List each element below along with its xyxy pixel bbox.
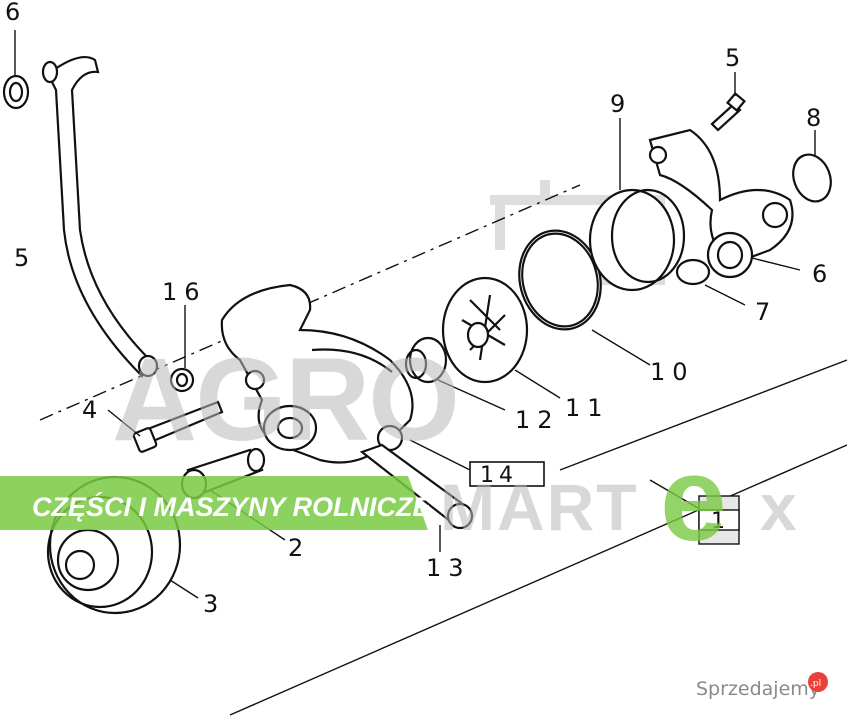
callout-16: 16	[162, 278, 207, 306]
o-ring-8-part	[792, 153, 832, 203]
bolt-4-part	[132, 400, 224, 453]
watermark-e: e	[660, 432, 727, 566]
callout-8: 8	[806, 104, 828, 132]
callout-11: 11	[565, 394, 610, 422]
impeller-11-part	[441, 276, 529, 384]
watermark-agro: AGRO	[112, 334, 458, 466]
site-watermark-text: Sprzedajemy	[696, 678, 820, 700]
site-badge-text: .pl	[810, 679, 821, 689]
callout-2: 2	[288, 534, 310, 562]
seal-12-part	[404, 336, 448, 384]
site-badge-icon	[808, 672, 828, 692]
callout-13: 13	[426, 554, 471, 582]
watermark-banner-bg	[0, 476, 428, 530]
watermark-x: x	[760, 470, 797, 544]
coolant-hose-part	[41, 56, 159, 378]
watermark-banner-text: CZĘŚCI I MASZYNY ROLNICZE	[32, 491, 432, 522]
callout-12: 12	[515, 406, 560, 434]
thermostat-housing-part	[648, 128, 794, 267]
callout-6-right: 6	[812, 260, 834, 288]
callout-4: 4	[82, 396, 104, 424]
hose-clamp-top-part	[2, 74, 30, 110]
pump-housing-part	[220, 283, 414, 464]
callout-3: 3	[203, 590, 225, 618]
cover-plate-9-part	[588, 188, 686, 292]
callout-10: 10	[650, 358, 695, 386]
callout-14-box	[469, 461, 545, 487]
callout-6-top: 6	[5, 0, 27, 26]
callout-5-bolt: 5	[725, 44, 747, 72]
gasket-6-part	[706, 231, 754, 279]
bolt-5-part	[710, 91, 747, 132]
hose-clamp-16-part	[169, 367, 195, 393]
callout-5-hose: 5	[14, 244, 36, 272]
callout-7: 7	[755, 298, 777, 326]
watermark-mart: MART	[440, 470, 639, 544]
o-ring-7-part	[675, 258, 711, 286]
pin-13-part	[359, 443, 474, 530]
callout-14: 14	[480, 463, 518, 488]
callout-9: 9	[610, 90, 632, 118]
callout-1: 1	[711, 509, 730, 534]
